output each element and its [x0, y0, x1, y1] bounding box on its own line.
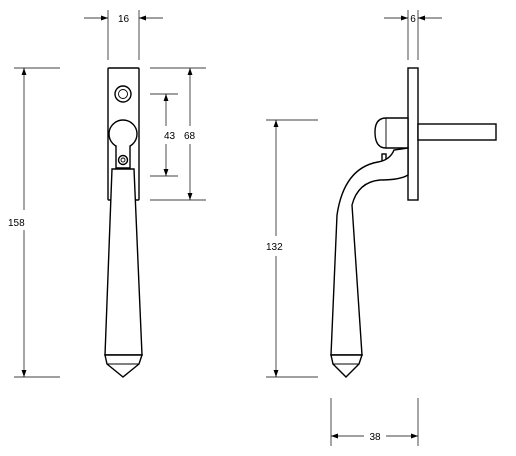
dimension-fixing-centres: 43 [150, 93, 178, 177]
side-backplate [407, 67, 419, 201]
dimension-front-width: 16 [84, 10, 163, 60]
locking-screw-inner [120, 157, 126, 163]
dim-label-132: 132 [266, 242, 283, 253]
top-fixing-hole [114, 85, 132, 103]
spindle-boss [108, 119, 138, 149]
dimension-projection: 38 [330, 398, 419, 446]
side-view [330, 67, 497, 378]
front-handle-tip [104, 354, 143, 378]
dimension-handle-length: 132 [266, 119, 318, 378]
locking-screw [117, 154, 129, 166]
top-fixing-hole-inner [118, 89, 128, 99]
dim-label-158: 158 [8, 218, 25, 229]
dim-label-38: 38 [369, 432, 381, 443]
dim-label-16: 16 [118, 14, 130, 25]
dimension-backplate-height: 68 [150, 67, 206, 201]
dim-label-6: 6 [410, 14, 416, 25]
side-handle-tip [330, 354, 363, 378]
side-handle-arm [330, 147, 409, 356]
front-view [104, 67, 143, 378]
side-boss [374, 117, 409, 149]
dim-label-43: 43 [164, 131, 176, 142]
dimension-overall-height: 158 [8, 67, 60, 378]
dim-label-68: 68 [184, 131, 196, 142]
spindle-bar [417, 123, 497, 141]
dimension-side-thickness: 6 [384, 10, 442, 60]
